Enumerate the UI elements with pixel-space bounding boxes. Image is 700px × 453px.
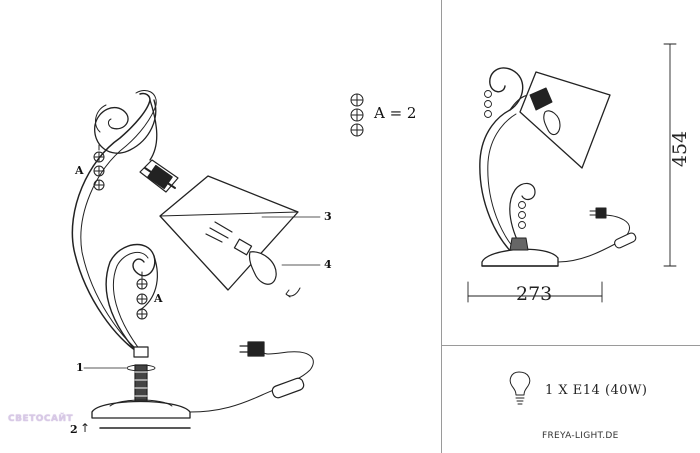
dim-socket — [529, 87, 553, 111]
dim-lamp-stem — [509, 237, 529, 251]
crystal-count-label: A = 2 — [374, 104, 417, 122]
socket-holder — [139, 159, 179, 193]
upper-scroll-arm-inner — [80, 90, 157, 353]
lower-scroll-curl — [139, 255, 158, 311]
website-label: FREYA-LIGHT.DE — [542, 431, 619, 441]
dim-scroll-arm — [479, 67, 524, 261]
lower-scroll-arm-inner — [112, 251, 149, 351]
height-dimension-value: 454 — [669, 130, 692, 168]
dim-inline-switch — [614, 232, 637, 249]
arrow-up-icon: ↑ — [80, 421, 91, 435]
lamp-shade — [159, 175, 299, 291]
dim-crystals-lower — [518, 201, 526, 229]
dim-lamp-shade — [519, 71, 611, 169]
upper-scroll-arm — [71, 92, 151, 353]
dimension-drawing — [467, 43, 677, 405]
dim-bulb — [543, 110, 561, 136]
crystal-strand-lower — [136, 271, 148, 320]
width-dimension-line — [467, 281, 603, 303]
label-crystal-upper: A — [75, 164, 84, 177]
label-part-3: 3 — [324, 210, 332, 223]
rotation-arrow — [285, 287, 301, 298]
bulb — [233, 238, 277, 285]
lower-scroll-arm — [105, 243, 156, 351]
panel-divider-horizontal — [441, 345, 700, 346]
assembly-drawing — [71, 90, 364, 429]
upper-scroll-curl — [94, 99, 157, 154]
upper-scroll-head — [94, 104, 113, 133]
lamp-base — [91, 364, 191, 429]
label-part-4: 4 — [324, 258, 332, 271]
power-cable — [189, 349, 314, 413]
label-part-1: 1 — [76, 361, 84, 374]
width-dimension-value: 273 — [516, 283, 553, 305]
label-crystal-lower: A — [154, 292, 163, 305]
dim-power-plug — [589, 207, 607, 219]
power-plug — [239, 341, 265, 357]
dim-power-cable — [557, 213, 630, 263]
label-part-2: 2 — [70, 423, 78, 436]
panel-divider-vertical — [441, 0, 442, 453]
dim-lamp-base — [481, 248, 559, 267]
dim-scroll-arm-inner — [487, 113, 526, 261]
bulb-spec: 1 X E14 (40W) — [545, 383, 648, 398]
dim-crystals-upper — [484, 90, 492, 118]
watermark-logo: СВЕТОСАЙТ — [8, 414, 74, 424]
height-dimension-line — [663, 43, 677, 267]
crystal-strand-upper — [93, 144, 105, 191]
crystal-count-icon — [350, 93, 364, 137]
dim-lower-curl — [509, 182, 536, 256]
upper-scroll-tail — [149, 99, 158, 161]
bulb-icon — [509, 371, 531, 405]
inline-switch — [271, 377, 305, 399]
